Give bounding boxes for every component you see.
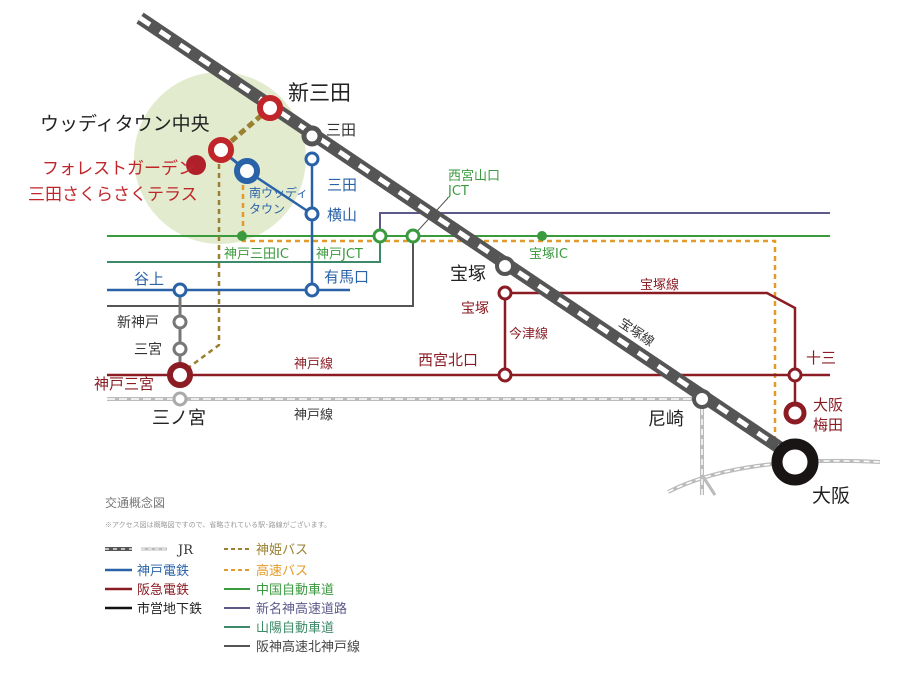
sanda-kobe-label: 三田 <box>327 176 357 194</box>
sanda-jr-label: 三田 <box>326 121 356 139</box>
woody-town-station[interactable] <box>208 137 234 163</box>
takarazuka-hankyu-label: 宝塚 <box>461 301 489 317</box>
tanigami-label: 谷上 <box>134 270 164 288</box>
legend-item-shin-meishin: 新名神高速道路 <box>224 601 347 617</box>
legend-item-kobe-dentetsu: 神戸電鉄 <box>105 564 189 579</box>
legend-item-subway: 市営地下鉄 <box>105 601 202 617</box>
kobe-jct-label: 神戸JCT <box>316 247 363 262</box>
umeda-label-2: 梅田 <box>813 416 843 434</box>
nishinomiya-yamaguchi-label-1: 西宮山口 <box>448 168 500 184</box>
sannomiya-jr-station[interactable] <box>172 391 188 407</box>
nishinomiya-yamaguchi-label-2: JCT <box>447 184 469 199</box>
hankyu-takarazuka-line-label: 宝塚線 <box>640 277 679 293</box>
sannomiya-jr-label: 三ノ宮 <box>152 408 206 429</box>
takarazuka-ic[interactable] <box>537 231 547 241</box>
amagasaki-station[interactable] <box>692 389 712 409</box>
forest-garden-marker[interactable] <box>186 155 206 175</box>
sanyo-expressway-line <box>107 236 381 263</box>
shin-kobe-label: 新神戸 <box>117 315 159 331</box>
minami-woody-label-2: タウン <box>249 202 285 216</box>
svg-text:新名神高速道路: 新名神高速道路 <box>256 601 347 617</box>
kobe-sannomiya-station[interactable] <box>167 362 193 388</box>
shin-kobe-station[interactable] <box>172 314 188 330</box>
imazu-line-label: 今津線 <box>509 326 548 342</box>
legend-item-sanyo: 山陽自動車道 <box>224 621 334 636</box>
juso-label: 十三 <box>806 349 836 367</box>
minami-woody-label-1: 南ウッディ <box>249 185 308 200</box>
yokoyama-label: 横山 <box>327 206 357 224</box>
arimaguchi-label: 有馬口 <box>324 268 369 286</box>
umeda-label-1: 大阪 <box>813 396 843 414</box>
umeda-station[interactable] <box>783 401 807 425</box>
takarazuka-hankyu-station[interactable] <box>497 285 513 301</box>
shin-meishin-line <box>379 212 830 236</box>
kobe-sanda-ic[interactable] <box>237 231 247 241</box>
legend-title: 交通概念図 <box>105 495 165 510</box>
svg-text:JR: JR <box>176 543 194 558</box>
osaka-label: 大阪 <box>812 485 850 507</box>
legend-item-express-bus: 高速バス <box>224 563 308 579</box>
legend-item-hankyu: 阪急電鉄 <box>105 583 189 598</box>
svg-text:中国自動車道: 中国自動車道 <box>256 583 334 598</box>
svg-text:市営地下鉄: 市営地下鉄 <box>137 601 202 617</box>
takarazuka-ic-label: 宝塚IC <box>529 247 568 262</box>
svg-text:阪急電鉄: 阪急電鉄 <box>137 583 189 598</box>
svg-text:高速バス: 高速バス <box>256 563 308 579</box>
nishinomiya-yamaguchi-jct[interactable] <box>405 228 421 244</box>
hanshin-kitakobe-line <box>107 236 414 307</box>
juso-station[interactable] <box>787 367 803 383</box>
hankyu-takarazuka-line <box>505 291 797 413</box>
sanda-kobe-station[interactable] <box>304 151 320 167</box>
yokoyama-station[interactable] <box>304 206 320 222</box>
legend-note: ※アクセス図は概略図ですので、省略されている駅･路線がございます。 <box>105 520 331 529</box>
arimaguchi-station[interactable] <box>304 282 320 298</box>
sannomiya-subway-label: 三宮 <box>134 342 162 358</box>
kobe-sannomiya-label: 神戸三宮 <box>94 375 154 393</box>
svg-text:阪神高速北神戸線: 阪神高速北神戸線 <box>256 639 360 655</box>
legend-item-chugoku: 中国自動車道 <box>224 583 334 598</box>
svg-text:山陽自動車道: 山陽自動車道 <box>256 621 334 636</box>
kobe-sanda-ic-label: 神戸三田IC <box>224 247 289 262</box>
minami-woody-station[interactable] <box>234 158 260 184</box>
takarazuka-jr-station[interactable] <box>495 256 515 276</box>
jr-kobe-line-label: 神戸線 <box>294 407 333 423</box>
kobe-jct[interactable] <box>372 228 388 244</box>
takarazuka-jr-label: 宝塚 <box>450 264 486 285</box>
woody-town-label: ウッディタウン中央 <box>40 113 210 135</box>
osaka-station[interactable] <box>771 438 819 486</box>
sannomiya-subway-station[interactable] <box>172 341 188 357</box>
legend-item-hanshin-exp: 阪神高速北神戸線 <box>224 639 360 655</box>
shin-sanda-station[interactable] <box>257 95 283 121</box>
sanda-jr-station[interactable] <box>301 125 323 147</box>
hankyu-kobe-line-label: 神戸線 <box>294 356 333 372</box>
tanigami-station[interactable] <box>172 282 188 298</box>
sanda-sakura-label: 三田さくらさくテラス <box>28 185 198 205</box>
svg-text:神戸電鉄: 神戸電鉄 <box>137 564 189 579</box>
nishinomiya-kitaguchi-label: 西宮北口 <box>418 351 478 369</box>
express-bus-line <box>241 185 777 442</box>
amagasaki-label: 尼崎 <box>648 409 684 430</box>
legend-item-jr: JR <box>105 543 194 558</box>
legend-item-shinki-bus: 神姫バス <box>224 543 308 558</box>
shin-sanda-label: 新三田 <box>288 81 351 105</box>
svg-text:神姫バス: 神姫バス <box>256 543 308 558</box>
nishinomiya-kitaguchi-station[interactable] <box>497 367 513 383</box>
forest-garden-label: フォレストガーデン <box>42 158 195 179</box>
